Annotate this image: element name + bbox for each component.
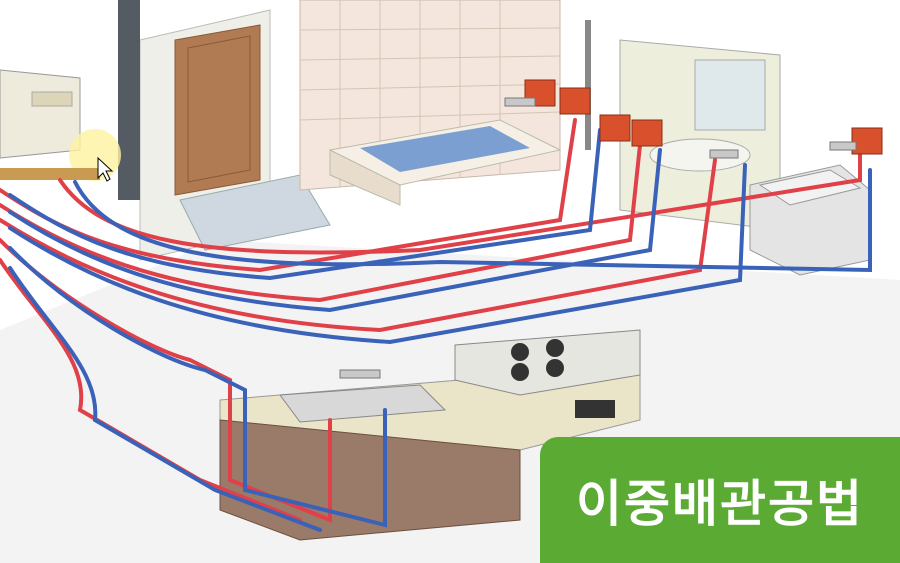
stove-burners	[511, 339, 564, 381]
mouse-cursor-icon	[97, 156, 114, 182]
door	[174, 24, 261, 196]
bathtub-water	[360, 126, 530, 172]
caption-badge: 이중배관공법	[540, 437, 900, 563]
floor-tiles	[179, 174, 331, 251]
basin	[649, 138, 751, 172]
kitchen-sink	[279, 384, 447, 423]
cold-water-pipes	[8, 128, 872, 532]
water-heater	[0, 69, 81, 159]
caption-text: 이중배관공법	[576, 475, 864, 533]
valve-boxes	[524, 79, 883, 155]
water-heater-panel	[31, 91, 73, 107]
faucets	[339, 97, 857, 379]
counter-cabinet	[219, 419, 521, 541]
stove	[454, 329, 641, 396]
bathtub-side	[329, 149, 401, 206]
manifold	[0, 168, 100, 180]
oven-door	[575, 400, 615, 418]
door-panel	[187, 35, 251, 183]
exhaust-pipe	[118, 0, 140, 200]
shower-pipe	[585, 20, 591, 150]
mirror	[694, 59, 766, 131]
